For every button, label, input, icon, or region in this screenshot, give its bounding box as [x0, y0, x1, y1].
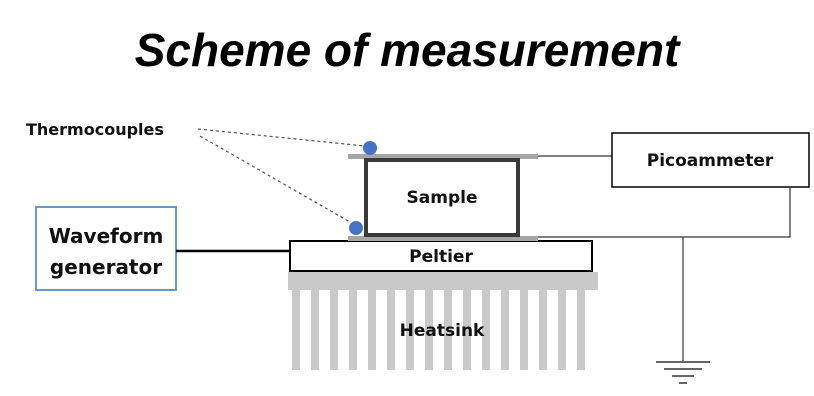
thermocouple-top-dot: [363, 141, 377, 155]
heatsink-fin: [425, 290, 433, 370]
heatsink-fin: [501, 290, 509, 370]
heatsink-fin: [368, 290, 376, 370]
thermocouple-leader-bottom: [199, 135, 351, 223]
heatsink-base: [288, 272, 598, 290]
heatsink-fin: [349, 290, 357, 370]
heatsink-fin: [520, 290, 528, 370]
wire-picoammeter-to-bottom-plate: [538, 187, 791, 238]
thermocouple-leader-top: [197, 128, 366, 147]
heatsink-fin: [558, 290, 566, 370]
picoammeter-box: [611, 132, 810, 188]
heatsink-fin: [406, 290, 414, 370]
heatsink-fin: [539, 290, 547, 370]
waveform-label-line2: generator: [50, 255, 162, 279]
heatsink-fin: [330, 290, 338, 370]
thermocouple-bottom-dot: [349, 221, 363, 235]
heatsink-fin: [311, 290, 319, 370]
picoammeter-label: Picoammeter: [647, 151, 774, 171]
sample-box: [364, 158, 520, 237]
heatsink-fin: [292, 290, 300, 370]
heatsink-fin: [463, 290, 471, 370]
peltier-label: Peltier: [409, 247, 473, 267]
thermocouples-label: Thermocouples: [26, 120, 164, 139]
heatsink-fin: [444, 290, 452, 370]
heatsink-fin: [482, 290, 490, 370]
heatsink-fin: [387, 290, 395, 370]
sample-label: Sample: [407, 188, 478, 208]
ground-icon: [656, 361, 710, 384]
bottom-plate: [348, 236, 538, 241]
heatsink-fin: [577, 290, 585, 370]
top-plate: [348, 154, 538, 159]
waveform-label-line1: Waveform: [49, 224, 164, 248]
heatsink-fins: [292, 290, 585, 370]
peltier-box: [289, 240, 593, 272]
heatsink-label: Heatsink: [400, 321, 485, 341]
waveform-generator-box: [35, 206, 177, 291]
diagram-title: Scheme of measurement: [135, 24, 681, 76]
